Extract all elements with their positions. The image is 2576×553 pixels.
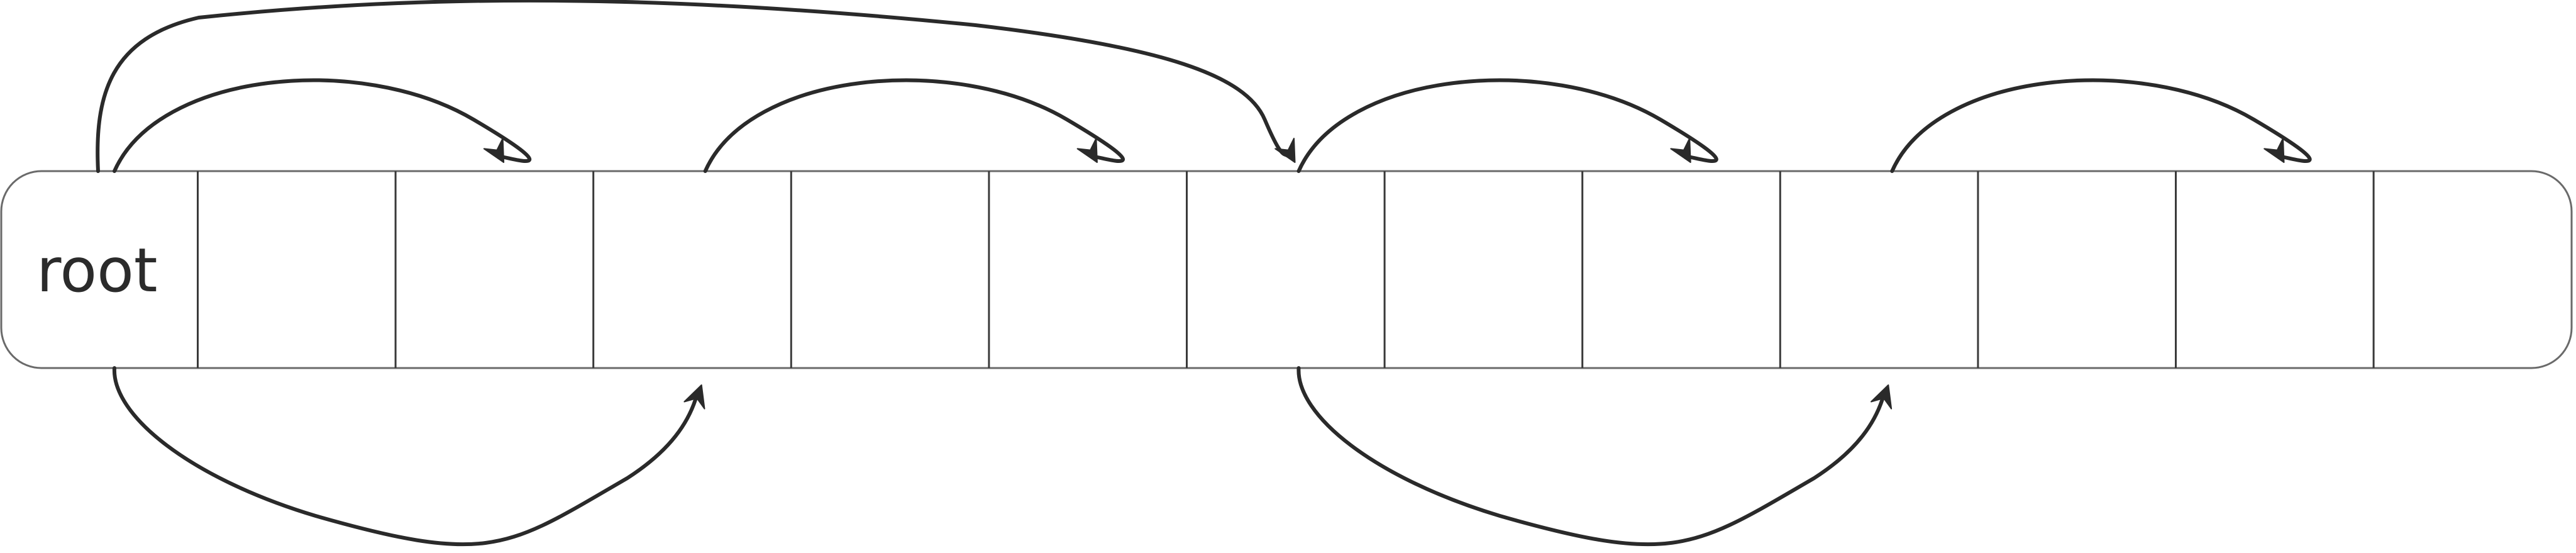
cell-dividers — [197, 171, 2375, 368]
arrow-head — [1670, 138, 1691, 163]
arrow-top-9-to-11 — [1890, 78, 2312, 173]
arrow-top-3-to-5 — [703, 78, 1125, 173]
arrow-head — [2264, 138, 2285, 163]
arrow-top-6-to-8 — [1296, 78, 1718, 173]
arrow-head — [1871, 384, 1893, 410]
arrows — [96, 0, 2312, 547]
arrow-top-0-to-6 — [96, 0, 1292, 173]
arrow-top-0-to-2 — [113, 78, 532, 173]
arrow-head — [483, 138, 505, 163]
arrow-bottom-6-to-9 — [1296, 366, 1886, 547]
arrow-bottom-0-to-3 — [112, 366, 699, 547]
array-outline — [0, 170, 2573, 369]
arrow-head — [1274, 138, 1296, 163]
root-label: root — [36, 235, 157, 306]
arrow-head — [1076, 138, 1098, 163]
arrow-head — [683, 384, 705, 410]
